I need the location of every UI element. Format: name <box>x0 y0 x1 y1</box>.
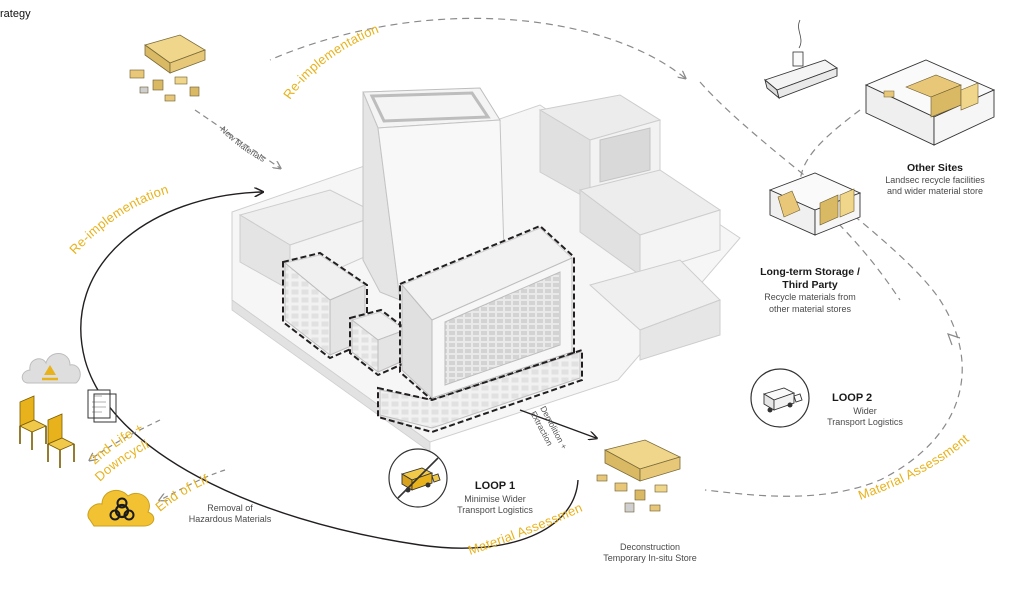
long-term-storage-title-1: Long-term Storage / <box>760 266 860 278</box>
document-icon <box>87 389 117 423</box>
loop2-label: LOOP 2 Wider Transport Logistics <box>810 392 920 428</box>
chair-icon <box>19 395 47 450</box>
other-sites-line1: Landsec recycle facilities <box>885 175 985 186</box>
loop1-line2: Transport Logistics <box>457 505 533 515</box>
downcycle-arrow <box>90 419 161 460</box>
other-sites-line2: and wider material store <box>886 186 984 197</box>
chair-icon <box>47 413 75 468</box>
loop1-line1: Minimise Wider <box>464 493 526 504</box>
loop1-solid-line <box>80 192 579 549</box>
loop2-title: LOOP 2 <box>832 392 873 404</box>
recycle-icon <box>21 353 81 384</box>
loop1-label: LOOP 1 Minimise Wider Transport Logistic… <box>440 480 550 516</box>
material-pile-icon <box>129 34 206 102</box>
truck-icon <box>750 368 810 428</box>
label-material-assessment-right: Material Assessment <box>856 431 972 503</box>
deconstruction-line1: Deconstruction <box>619 542 681 552</box>
truck-icon <box>388 448 448 508</box>
new-materials-arrow <box>194 109 280 168</box>
deconstruction-label: Deconstruction Temporary In-situ Store <box>585 542 715 565</box>
other-sites-to-storage <box>799 109 861 186</box>
hazardous-line1: Removal of <box>207 503 253 513</box>
hazardous-label: Removal of Hazardous Materials <box>170 503 290 526</box>
end-of-life-arrow <box>160 469 226 500</box>
top-arc-dashed <box>269 17 685 78</box>
material-pile-icon <box>596 439 682 513</box>
demolition-arrow <box>519 409 596 438</box>
loop2-line2: Transport Logistics <box>827 417 903 427</box>
storage-room-icon <box>864 59 996 146</box>
label-new-materials: New Materials <box>219 124 267 164</box>
other-sites-label: Other Sites Landsec recycle facilities a… <box>865 162 1005 198</box>
label-reimplementation-top: Re-implementation <box>280 21 381 102</box>
hazardous-line2: Hazardous Materials <box>188 514 272 525</box>
biohazard-icon <box>87 489 155 527</box>
loop1-title: LOOP 1 <box>474 480 516 492</box>
long-term-storage-title-2: Third Party <box>782 279 838 292</box>
deconstruction-line2: Temporary In-situ Store <box>603 553 697 564</box>
ship-icon <box>764 19 838 100</box>
storage-room-icon <box>768 172 862 236</box>
label-demolition: Demolition +Extraction <box>529 404 570 456</box>
long-term-storage-label: Long-term Storage / Third Party Recycle … <box>740 266 880 315</box>
loop2-line1: Wider <box>853 405 877 416</box>
city-block-model <box>231 87 741 453</box>
long-term-storage-line1: Recycle materials from <box>764 292 856 303</box>
other-sites-title: Other Sites <box>906 162 964 174</box>
long-term-storage-line2: other material stores <box>768 303 852 314</box>
title-fragment: rategy <box>0 8 31 20</box>
